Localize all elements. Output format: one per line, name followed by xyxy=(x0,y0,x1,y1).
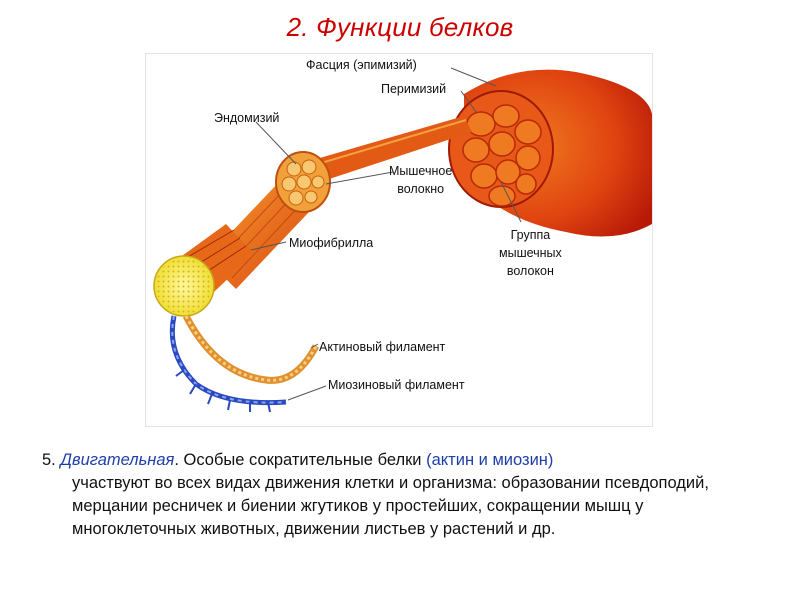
leader-lines xyxy=(250,67,522,401)
label-endomysium: Эндомизий xyxy=(214,111,280,125)
label-myofibril: Миофибрилла xyxy=(289,236,374,250)
label-myosin: Миозиновый филамент xyxy=(328,378,465,392)
label-actin: Актиновый филамент xyxy=(319,340,446,354)
label-muscle-fiber: Мышечное волокно xyxy=(389,162,452,198)
muscle-structure-figure: Фасция (эпимизий) Перимизий Эндомизий Мы… xyxy=(145,53,653,427)
label-fiber-group-line2: мышечных xyxy=(499,246,562,260)
fiber-group-cells xyxy=(462,104,542,207)
label-fiber-group-line1: Группа xyxy=(510,228,551,242)
protein-examples: (актин и миозин) xyxy=(426,451,554,469)
label-fascia: Фасция (эпимизий) xyxy=(306,58,417,72)
label-fiber-group-line3: волокон xyxy=(506,264,554,278)
muscle-illustration xyxy=(153,67,652,413)
label-perimysium: Перимизий xyxy=(381,82,447,96)
label-muscle-fiber-line1: Мышечное xyxy=(389,164,453,178)
paragraph-rest: участвуют во всех видах движения клетки … xyxy=(72,474,709,538)
label-muscle-fiber-line2: волокно xyxy=(397,182,445,196)
function-term: Двигательная xyxy=(60,451,175,469)
body-paragraph: 5. Двигательная. Особые сократительные б… xyxy=(42,449,732,541)
item-number: 5. xyxy=(42,451,56,469)
after-term-text: . Особые сократительные белки xyxy=(174,451,427,469)
label-fiber-group: Группа мышечных волокон xyxy=(499,226,562,280)
slide-title: 2. Функции белков xyxy=(286,12,514,42)
fiber-strand xyxy=(306,116,472,184)
